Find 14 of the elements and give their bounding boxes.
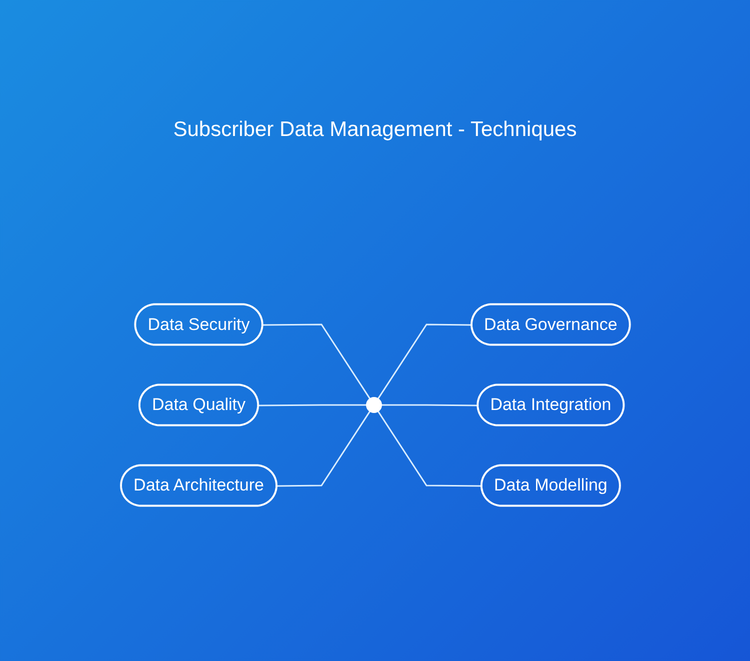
node-text: Data Integration bbox=[490, 395, 611, 414]
node-text: Data Architecture bbox=[133, 476, 264, 495]
diagram-title: Subscriber Data Management - Techniques bbox=[172, 118, 578, 142]
connector bbox=[276, 410, 370, 487]
connector bbox=[381, 404, 478, 406]
connector bbox=[377, 324, 472, 400]
connector bbox=[258, 404, 366, 406]
connector bbox=[262, 324, 370, 400]
node-circle bbox=[366, 397, 382, 413]
connector bbox=[377, 410, 482, 487]
node-text: Data Modelling bbox=[494, 476, 607, 495]
node-text: Data Security bbox=[147, 314, 250, 334]
node-text: Data Quality bbox=[152, 395, 246, 414]
node-text: Data Governance bbox=[484, 314, 617, 334]
